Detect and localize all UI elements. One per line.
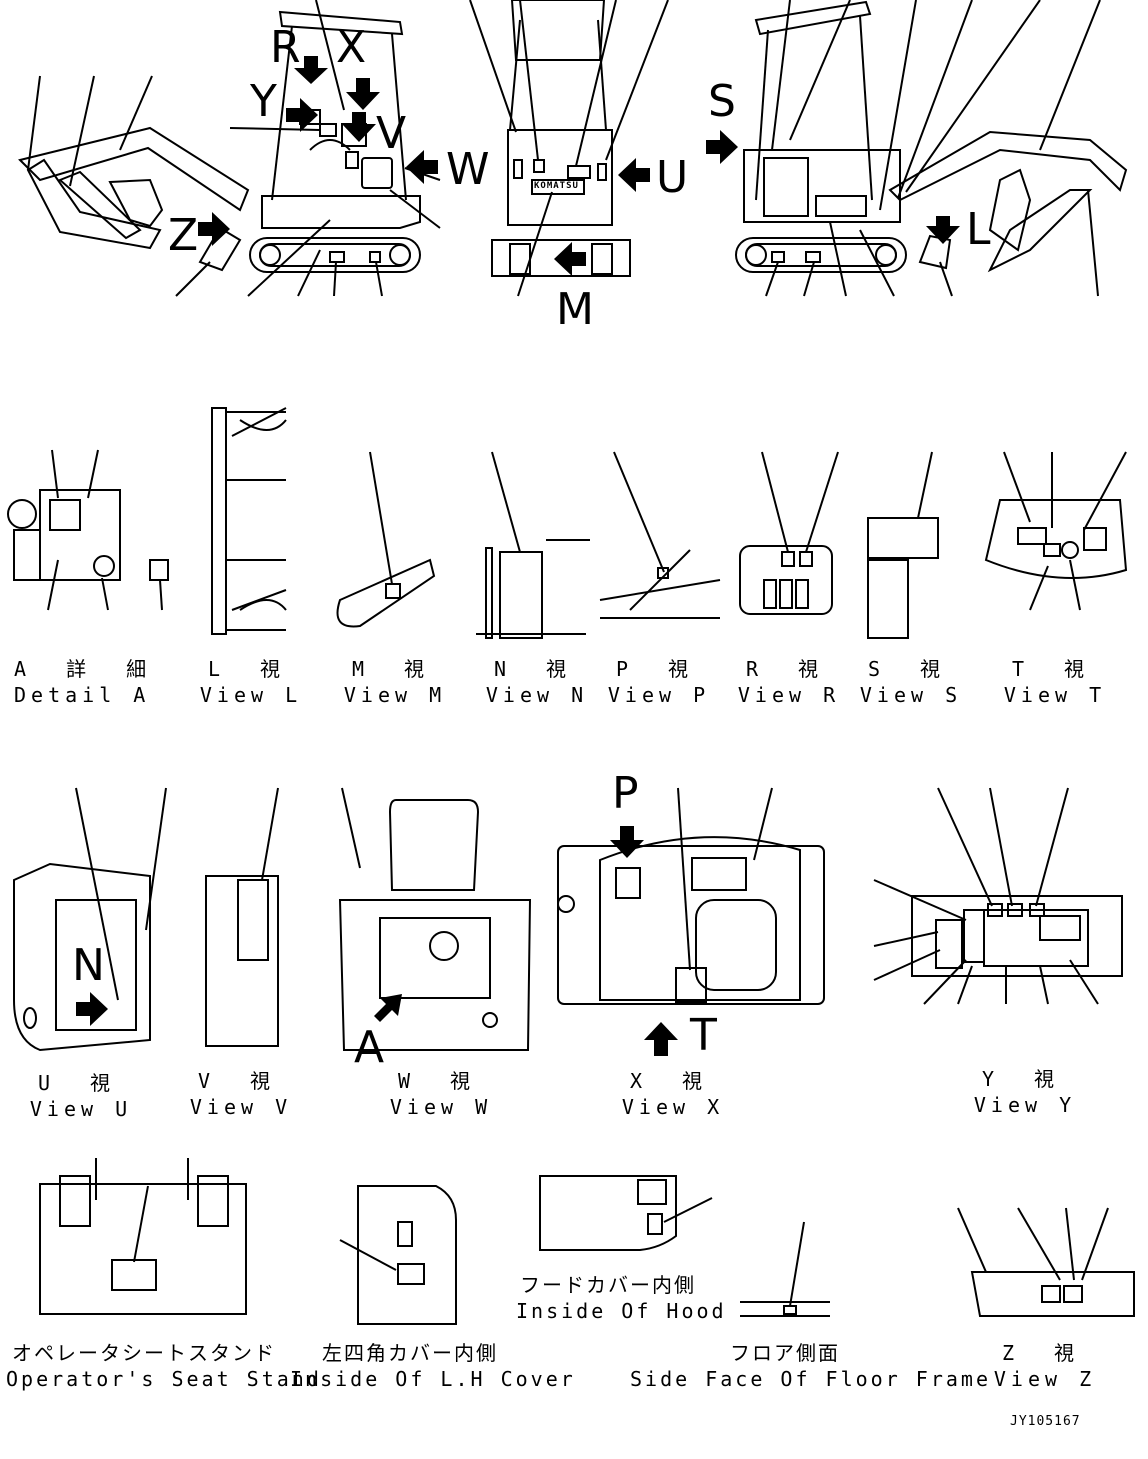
caption-en: View X bbox=[621, 1095, 725, 1119]
caption-en: View R bbox=[737, 683, 841, 707]
view-letter-U: U bbox=[656, 152, 689, 203]
caption-view-z: Z 視 View Z bbox=[990, 1340, 1100, 1392]
view-letter-R: R bbox=[270, 22, 301, 73]
caption-jp: R 視 bbox=[745, 657, 833, 681]
caption-view-u: U 視 View U bbox=[26, 1070, 136, 1122]
view-letter-P: P bbox=[612, 768, 639, 819]
caption-jp: U 視 bbox=[37, 1071, 125, 1095]
caption-view-v: V 視 View V bbox=[186, 1068, 296, 1120]
caption-jp: W 視 bbox=[397, 1069, 485, 1093]
caption-jp: フロア側面 bbox=[730, 1341, 840, 1365]
view-letter-A: A bbox=[354, 1022, 385, 1073]
view-s-valve bbox=[867, 451, 939, 639]
caption-jp: フードカバー内側 bbox=[520, 1273, 696, 1297]
view-u-arrow bbox=[76, 992, 108, 1026]
view-arrows-front bbox=[554, 158, 650, 276]
caption-view-s: S 視 View S bbox=[856, 656, 966, 708]
caption-en: View Y bbox=[973, 1093, 1077, 1117]
caption-inside-lh-cover: 左四角カバー内側 Inside Of L.H Cover bbox=[290, 1340, 576, 1392]
detail-a-engine bbox=[7, 449, 169, 611]
caption-view-p: P 視 View P bbox=[604, 656, 714, 708]
operator-seat-stand-drawing bbox=[39, 1158, 247, 1315]
view-letter-T: T bbox=[690, 1010, 717, 1061]
view-v-console bbox=[205, 787, 279, 1047]
caption-en: View L bbox=[199, 683, 303, 707]
caption-operator-seat-stand: オペレータシートスタンド Operator's Seat Stand bbox=[6, 1340, 322, 1392]
view-n-battery bbox=[476, 451, 590, 639]
view-r-switch-panel bbox=[739, 451, 839, 615]
view-u-side bbox=[13, 787, 167, 1052]
view-y-panel bbox=[873, 787, 1123, 1005]
caption-en: Inside Of L.H Cover bbox=[290, 1367, 576, 1391]
caption-jp: P 視 bbox=[615, 657, 703, 681]
caption-jp: N 視 bbox=[493, 657, 581, 681]
excavator-right-side-view bbox=[735, 0, 1128, 297]
caption-en: Operator's Seat Stand bbox=[6, 1367, 322, 1391]
view-l-arm bbox=[211, 407, 287, 635]
caption-floor-frame: フロア側面 Side Face Of Floor Frame bbox=[630, 1340, 991, 1392]
caption-jp: 左四角カバー内側 bbox=[322, 1341, 498, 1365]
caption-inside-hood: フードカバー内側 Inside Of Hood bbox=[516, 1272, 727, 1324]
caption-jp: L 視 bbox=[207, 657, 295, 681]
view-m-track bbox=[336, 451, 436, 628]
caption-view-m: M 視 View M bbox=[340, 656, 450, 708]
caption-jp: Y 視 bbox=[981, 1067, 1069, 1091]
view-letter-M: M bbox=[556, 284, 594, 335]
caption-en: View Z bbox=[993, 1367, 1097, 1391]
view-letter-L: L bbox=[966, 204, 991, 255]
caption-en: View T bbox=[1003, 683, 1107, 707]
view-letter-V: V bbox=[376, 108, 407, 159]
caption-jp: A 詳 細 bbox=[14, 657, 161, 681]
view-letter-Y: Y bbox=[250, 76, 277, 127]
brand-mark-front: KOMATSU bbox=[534, 181, 579, 191]
caption-view-y: Y 視 View Y bbox=[970, 1066, 1080, 1118]
view-x-arrows bbox=[610, 826, 678, 1056]
view-p-pedal bbox=[599, 451, 721, 619]
caption-jp: X 視 bbox=[629, 1069, 717, 1093]
view-letter-Z: Z bbox=[168, 210, 199, 261]
caption-en: Side Face Of Floor Frame bbox=[630, 1367, 991, 1391]
view-letter-W: W bbox=[446, 144, 490, 195]
caption-en: View V bbox=[189, 1095, 293, 1119]
caption-en: View U bbox=[29, 1097, 133, 1121]
view-z-drawing bbox=[957, 1207, 1135, 1317]
caption-jp: T 視 bbox=[1011, 657, 1099, 681]
caption-jp: オペレータシートスタンド bbox=[12, 1341, 276, 1365]
caption-view-l: L 視 View L bbox=[196, 656, 306, 708]
caption-en: View S bbox=[859, 683, 963, 707]
caption-detail-a: A 詳 細 Detail A bbox=[14, 656, 161, 708]
caption-en: Inside Of Hood bbox=[516, 1299, 727, 1323]
view-x-top bbox=[557, 787, 825, 1005]
view-letter-N: N bbox=[72, 940, 105, 991]
view-letter-X: X bbox=[336, 22, 367, 73]
caption-en: View W bbox=[389, 1095, 493, 1119]
caption-en: View N bbox=[485, 683, 589, 707]
drawing-code: JY105167 bbox=[1010, 1414, 1081, 1429]
hood-inside-drawing bbox=[539, 1175, 713, 1251]
caption-view-w: W 視 View W bbox=[386, 1068, 496, 1120]
view-arrows-left bbox=[198, 56, 438, 246]
view-letter-S: S bbox=[708, 76, 736, 127]
view-w-arrow bbox=[374, 994, 402, 1026]
caption-en: View M bbox=[343, 683, 447, 707]
view-arrows-right bbox=[706, 130, 960, 244]
excavator-front-view bbox=[469, 0, 669, 297]
caption-en: Detail A bbox=[14, 683, 151, 707]
caption-jp: Z 視 bbox=[1001, 1341, 1089, 1365]
caption-jp: V 視 bbox=[197, 1069, 285, 1093]
excavator-left-side-view bbox=[18, 0, 441, 297]
caption-view-t: T 視 View T bbox=[1000, 656, 1110, 708]
caption-jp: S 視 bbox=[867, 657, 955, 681]
caption-view-r: R 視 View R bbox=[734, 656, 844, 708]
caption-en: View P bbox=[607, 683, 711, 707]
caption-jp: M 視 bbox=[351, 657, 439, 681]
lh-cover-drawing bbox=[339, 1185, 457, 1325]
caption-view-n: N 視 View N bbox=[482, 656, 592, 708]
view-t-floor bbox=[984, 451, 1128, 611]
floor-frame-drawing bbox=[740, 1221, 830, 1317]
caption-view-x: X 視 View X bbox=[618, 1068, 728, 1120]
view-w-rear bbox=[338, 787, 532, 1051]
